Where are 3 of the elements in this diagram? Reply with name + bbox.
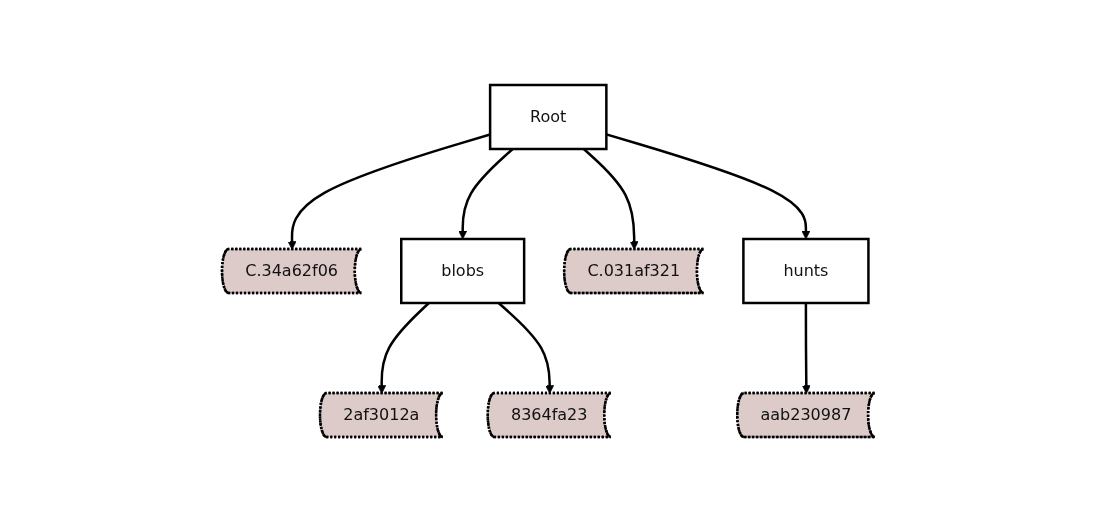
node-box: hunts [741,237,870,305]
node-box: blobs [399,237,526,305]
node-box: Root [488,83,608,151]
